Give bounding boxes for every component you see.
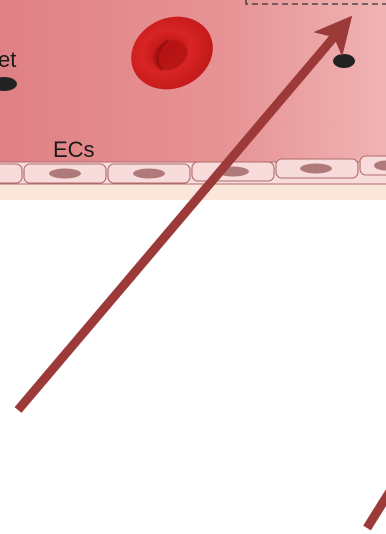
endothelial-cell-icon bbox=[360, 156, 386, 175]
endothelial-cell-icon bbox=[24, 164, 106, 183]
platelet-label: et bbox=[0, 49, 16, 71]
platelet-icon bbox=[333, 54, 355, 68]
endothelial-cell-icon bbox=[276, 159, 358, 178]
endothelial-cell-icon bbox=[192, 162, 274, 181]
endothelial-cells-label: ECs bbox=[53, 139, 95, 161]
endothelial-cell-icon bbox=[0, 164, 22, 183]
endothelial-cell-icon bbox=[108, 164, 190, 183]
arrow-icon bbox=[367, 488, 386, 528]
